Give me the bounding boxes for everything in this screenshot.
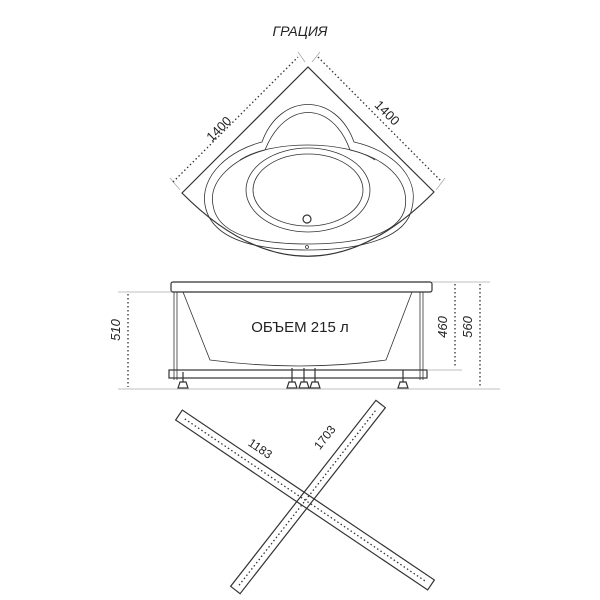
volume-label: ОБЪЕМ 215 л [251, 319, 349, 336]
top-view: 1400 1400 [169, 51, 446, 257]
dim-510: 510 [108, 318, 123, 340]
frame-view: 1183 1703 [174, 399, 436, 595]
legs [177, 368, 409, 389]
model-title: ГРАЦИЯ [273, 23, 328, 39]
side-view: ОБЪЕМ 215 л 510 460 560 [108, 281, 500, 390]
dim-460: 460 [435, 315, 450, 337]
overflow-icon [305, 245, 309, 249]
dim-right-1400: 1400 [372, 97, 403, 128]
dim-1183: 1183 [246, 436, 275, 462]
dim-560: 560 [460, 315, 475, 337]
drain-icon [302, 214, 312, 224]
dim-1703: 1703 [311, 422, 339, 452]
dim-left-1400: 1400 [203, 113, 234, 144]
